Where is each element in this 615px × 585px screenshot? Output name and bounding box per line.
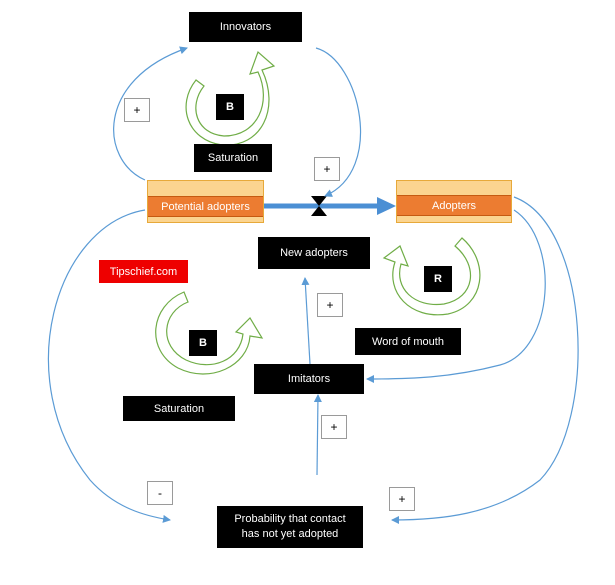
- polarity-label: -: [158, 486, 162, 500]
- innovators-node: Innovators: [189, 12, 302, 42]
- word-of-mouth-label: Word of mouth: [372, 335, 444, 348]
- polarity-label: +: [133, 103, 141, 117]
- polarity-imitators-to-new-adopters: +: [317, 293, 343, 317]
- polarity-innovators-to-valve: +: [314, 157, 340, 181]
- polarity-label: +: [323, 162, 331, 176]
- probability-node: Probability that contact has not yet ado…: [217, 506, 363, 548]
- polarity-label: +: [330, 420, 338, 434]
- polarity-label: +: [326, 298, 334, 312]
- loop-arrow-balancing-bottom: [155, 291, 264, 375]
- polarity-probability-to-imitators: +: [321, 415, 347, 439]
- imitators-node: Imitators: [254, 364, 364, 394]
- loop-label: B: [226, 101, 234, 113]
- link-adopters-to-imitators: [366, 209, 546, 383]
- link-probability-to-imitators: [313, 394, 322, 476]
- polarity-innovators-to-potential: +: [124, 98, 150, 122]
- potential-adopters-label: Potential adopters: [161, 200, 250, 213]
- saturation-bottom-node: Saturation: [123, 396, 235, 421]
- loop-label: R: [434, 273, 442, 285]
- new-adopters-label: New adopters: [280, 247, 348, 259]
- link-innovators-to-valve: [315, 47, 362, 197]
- loop-arrow-reinforcing: [382, 237, 481, 316]
- loop-arrow-balancing-top: [185, 50, 276, 146]
- saturation-bottom-label: Saturation: [153, 402, 205, 415]
- link-potential-to-probability: [47, 209, 171, 523]
- flow-arrowhead: [377, 197, 396, 215]
- innovators-label: Innovators: [219, 21, 272, 33]
- potential-adopters-stock: Potential adopters: [147, 180, 264, 223]
- flow-valve: [311, 196, 327, 216]
- imitators-label: Imitators: [287, 373, 331, 385]
- adopters-stock: Adopters: [396, 180, 512, 223]
- polarity-adopters-to-probability: +: [389, 487, 415, 511]
- probability-label: Probability that contact has not yet ado…: [234, 513, 346, 540]
- saturation-top-node: Saturation: [194, 144, 272, 172]
- link-imitators-to-new-adopters: [301, 277, 311, 365]
- adopters-label: Adopters: [431, 199, 477, 212]
- saturation-top-label: Saturation: [207, 152, 259, 164]
- loop-label-balancing-bottom: B: [189, 330, 217, 356]
- watermark-label: Tipschief.com: [109, 265, 178, 278]
- new-adopters-node: New adopters: [258, 237, 370, 269]
- loop-label: B: [199, 337, 207, 349]
- potential-adopters-band: Potential adopters: [148, 196, 263, 217]
- watermark: Tipschief.com: [99, 260, 188, 283]
- adopters-band: Adopters: [397, 195, 511, 216]
- link-adopters-to-probability: [391, 196, 579, 524]
- loop-label-balancing-top: B: [216, 94, 244, 120]
- polarity-label: +: [398, 492, 406, 506]
- link-potential-to-innovators: [113, 46, 188, 181]
- polarity-potential-to-probability: -: [147, 481, 173, 505]
- word-of-mouth-node: Word of mouth: [355, 328, 461, 355]
- loop-label-reinforcing: R: [424, 266, 452, 292]
